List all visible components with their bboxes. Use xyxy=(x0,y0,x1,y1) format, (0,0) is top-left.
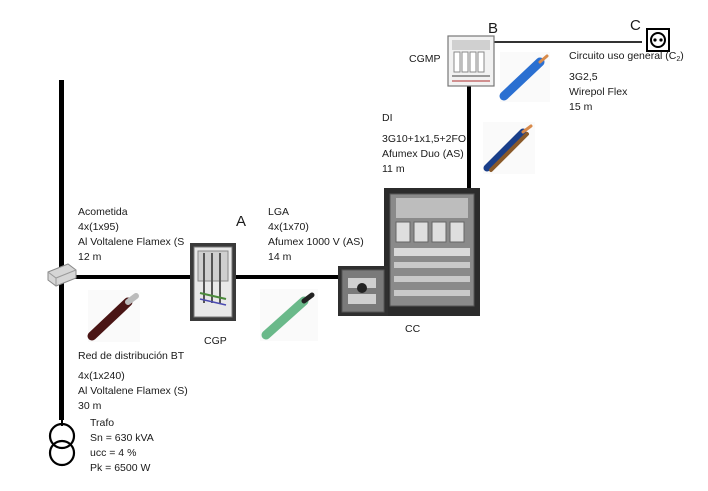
cgp-label: CGP xyxy=(204,335,227,347)
acometida-cable: Al Voltalene Flamex (S xyxy=(78,236,185,248)
lga-cable: Afumex 1000 V (AS) xyxy=(268,236,364,248)
red-label: Red de distribución BT 4x(1x240) Al Volt… xyxy=(78,349,188,414)
acometida-line xyxy=(62,275,192,279)
circuit-name-sub: 2 xyxy=(676,56,681,63)
circuit-spec: 3G2,5 xyxy=(569,71,598,83)
trafo-ucc: ucc = 4 % xyxy=(90,447,137,459)
red-spec: 4x(1x240) xyxy=(78,370,125,382)
cgmp-panel-image xyxy=(447,35,495,87)
trafo-sn: Sn = 630 kVA xyxy=(90,432,154,444)
circuit-name-suffix: ) xyxy=(680,50,684,62)
di-spec: 3G10+1x1,5+2FO xyxy=(382,133,467,145)
di-cable: Afumex Duo (AS) xyxy=(382,148,464,160)
red-cable: Al Voltalene Flamex (S) xyxy=(78,385,188,397)
lga-name: LGA xyxy=(268,206,290,218)
point-a-label: A xyxy=(236,213,247,230)
transformer-icon xyxy=(48,422,76,467)
circuit-line xyxy=(492,41,642,43)
cable-green-image xyxy=(260,289,318,341)
di-vertical-line xyxy=(467,82,471,190)
connector-clamp-icon xyxy=(47,263,77,287)
point-b-label: B xyxy=(488,20,499,37)
circuit-name: Circuito uso general (C2) xyxy=(569,49,684,67)
circuit-name-prefix: Circuito uso general (C xyxy=(569,50,677,62)
trafo-pk: Pk = 6500 W xyxy=(90,462,151,474)
acometida-name: Acometida xyxy=(78,206,128,218)
di-length: 11 m xyxy=(382,163,405,175)
acometida-spec: 4x(1x95) xyxy=(78,221,119,233)
cable-blue-image xyxy=(483,122,535,174)
socket-icon xyxy=(646,28,670,52)
lga-length: 14 m xyxy=(268,251,292,263)
acometida-length: 12 m xyxy=(78,251,102,263)
red-name: Red de distribución BT xyxy=(78,350,185,362)
trafo-connector-line xyxy=(61,418,63,426)
lga-label: LGA 4x(1x70) Afumex 1000 V (AS) 14 m xyxy=(268,205,364,265)
point-c-label: C xyxy=(630,17,641,34)
cc-label: CC xyxy=(405,323,421,335)
main-vertical-line xyxy=(59,80,64,420)
lga-line xyxy=(233,275,341,279)
cc-panel-image xyxy=(338,188,480,316)
cgmp-label: CGMP xyxy=(409,53,441,65)
cable-red-image xyxy=(87,290,140,342)
cgp-box-image xyxy=(190,243,236,321)
circuit-label: Circuito uso general (C2) 3G2,5 Wirepol … xyxy=(569,49,684,115)
trafo-name: Trafo xyxy=(90,417,115,429)
di-label: DI 3G10+1x1,5+2FO Afumex Duo (AS) 11 m xyxy=(382,111,466,177)
red-length: 30 m xyxy=(78,400,102,412)
acometida-label: Acometida 4x(1x95) Al Voltalene Flamex (… xyxy=(78,205,184,265)
cable-blue-small-image xyxy=(499,52,550,102)
lga-spec: 4x(1x70) xyxy=(268,221,309,233)
di-name: DI xyxy=(382,112,393,124)
circuit-cable: Wirepol Flex xyxy=(569,86,628,98)
trafo-label: Trafo Sn = 630 kVA ucc = 4 % Pk = 6500 W xyxy=(90,416,154,476)
circuit-length: 15 m xyxy=(569,101,593,113)
